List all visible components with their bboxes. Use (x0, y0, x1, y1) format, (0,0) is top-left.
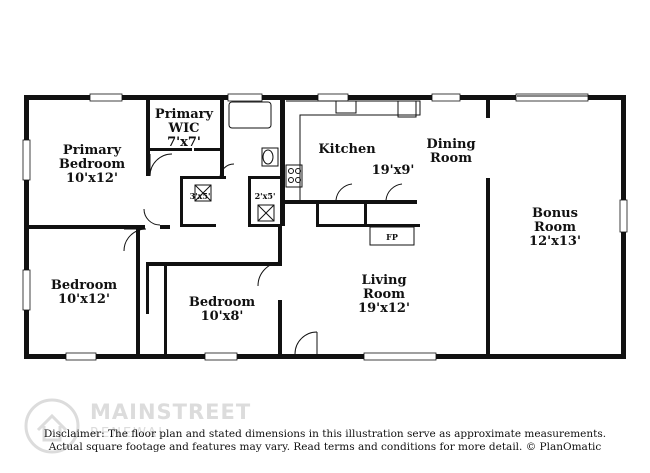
primary-bedroom-label-2: Bedroom (59, 157, 126, 172)
watermark-line1: MAINSTREET (90, 400, 252, 424)
watermark-house-icon (24, 398, 80, 454)
room-labels: Primary Bedroom 10'x12' Primary WIC 7'x7… (51, 107, 581, 324)
primary-wic-label-2: WIC (167, 121, 199, 136)
primary-wic-label: Primary (155, 107, 214, 122)
closet-shelf-b (257, 204, 275, 222)
kitchen-sink (335, 100, 357, 114)
closet-b-dims: 2'x5' (255, 191, 276, 201)
interior-walls (29, 100, 490, 354)
bonus-room-dims: 12'x13' (529, 234, 581, 249)
kitchen-label: Kitchen (318, 142, 376, 157)
closet-a-dims: 3'x5' (190, 191, 211, 201)
primary-bedroom-dims: 10'x12' (66, 171, 118, 186)
fixtures (194, 95, 588, 246)
stove (285, 164, 303, 188)
living-room-label-2: Room (363, 287, 405, 302)
kitchen-dims: 19'x9' (372, 163, 415, 178)
doors (123, 153, 403, 355)
bonus-room-label: Bonus (532, 206, 578, 221)
toilet (261, 147, 279, 167)
bedroom-left-dims: 10'x12' (58, 292, 110, 307)
primary-wic-dims: 7'x7' (167, 135, 201, 150)
watermark-logo: MAINSTREET RENEWAL (22, 396, 262, 456)
bedroom-mid-label: Bedroom (189, 295, 256, 310)
disclaimer-line1: Disclaimer: The floor plan and stated di… (43, 428, 607, 440)
bonus-room-label-2: Room (534, 220, 576, 235)
fireplace-label: FP (386, 232, 398, 242)
dining-room-label-2: Room (430, 151, 472, 166)
living-room-label: Living (361, 273, 406, 288)
bathtub (228, 101, 272, 129)
primary-bedroom-label: Primary (63, 143, 122, 158)
bedroom-left-label: Bedroom (51, 278, 118, 293)
closet-shelf-a (194, 184, 212, 202)
dining-room-label: Dining (426, 137, 475, 152)
disclaimer: Disclaimer: The floor plan and stated di… (0, 428, 650, 454)
watermark-line2: RENEWAL (90, 426, 168, 441)
windows (22, 93, 628, 361)
living-room-dims: 19'x12' (358, 301, 410, 316)
disclaimer-line2: Actual square footage and features may v… (48, 441, 602, 453)
bedroom-mid-dims: 10'x8' (201, 309, 244, 324)
fireplace (369, 226, 415, 246)
